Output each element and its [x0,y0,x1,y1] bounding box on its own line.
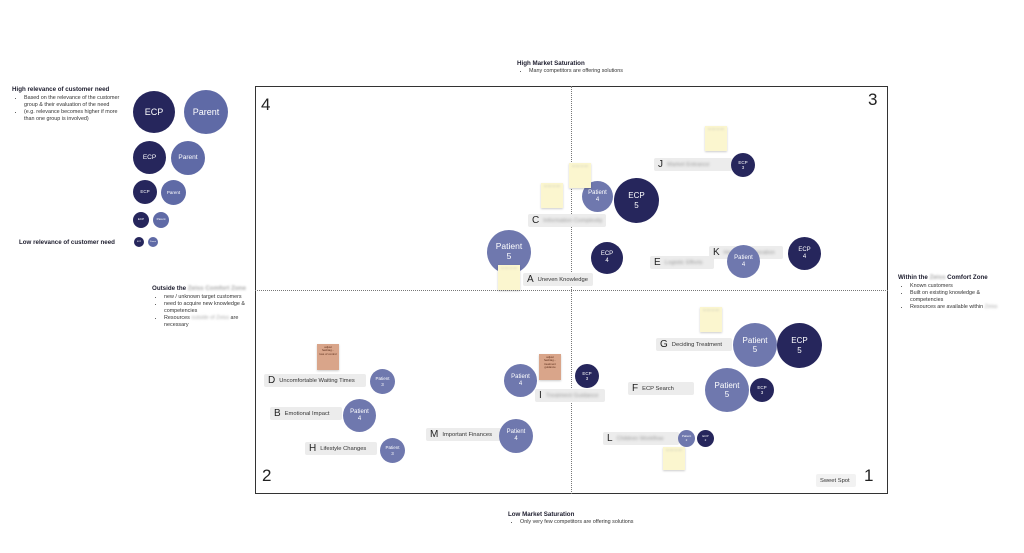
horizontal-divider [255,290,888,291]
sticky-note: ••• •••• ••• •••• [663,447,685,470]
legend-ecp-xs: ECP [134,237,144,247]
legend-parent-s: Parent [153,212,169,228]
sweet-spot-label: Sweet Spot [816,474,856,487]
legend-high-list: Based on the relevance of the customer g… [12,95,122,123]
sticky-note: ••• •••• ••• •••• [705,126,727,151]
legend-ecp-l: ECP [133,141,166,174]
sticky-note: ••• •••• ••• •••• [569,163,591,188]
axis-top: High Market Saturation Many competitors … [517,60,657,75]
sticky-note: ••• •••• ••• •••• [700,307,722,332]
axis-right: Within the Zeiss Comfort Zone Known cust… [898,274,998,311]
quadrant-2-number: 2 [262,466,272,485]
sticky-note-orange: adjust hashtag... loss of control [317,344,339,370]
sticky-note: ••• •••• ••• •••• [498,265,520,290]
sticky-note: ••• •••• ••• •••• [541,183,563,208]
legend-parent-l: Parent [171,141,205,175]
axis-right-item: Known customers [910,283,998,290]
sticky-note-orange: adjust hashtag... treatment guidance [539,354,561,380]
axis-left: Outside the Zeiss Comfort Zone new / unk… [152,285,252,329]
axis-right-title: Within the Zeiss Comfort Zone [898,274,988,281]
legend-high: High relevance of customer need Based on… [12,86,122,123]
axis-right-item: Resources are available within Zeiss [910,304,998,311]
legend-ecp-s: ECP [133,212,149,228]
axis-bottom: Low Market Saturation Only very few comp… [508,511,638,526]
quadrant-3-number: 3 [868,90,878,109]
axis-bottom-title: Low Market Saturation [508,511,575,518]
quadrant-4-number: 4 [261,95,271,114]
axis-left-item: new / unknown target customers [164,294,252,301]
legend-high-item: (e.g. relevance becomes higher if more t… [24,109,122,123]
legend-high-item: Based on the relevance of the customer g… [24,95,122,109]
quadrant-1-number: 1 [864,466,874,485]
legend-ecp-xl: ECP [133,91,175,133]
axis-right-item: Built on existing knowledge & competenci… [910,290,998,304]
axis-bottom-item: Only very few competitors are offering s… [520,519,638,526]
legend-parent-xs: Parent [148,237,158,247]
legend-high-title: High relevance of customer need [12,86,110,93]
legend-ecp-m: ECP [133,180,157,204]
legend-parent-m: Parent [161,180,186,205]
legend-parent-xl: Parent [184,90,228,134]
axis-top-title: High Market Saturation [517,60,585,67]
axis-left-item: need to acquire new knowledge & competen… [164,301,252,315]
axis-left-item: Resources outside of Zeiss are necessary [164,315,252,329]
axis-top-item: Many competitors are offering solutions [529,68,657,75]
axis-left-title: Outside the Zeiss Comfort Zone [152,285,246,292]
legend-low-title: Low relevance of customer need [19,239,115,246]
